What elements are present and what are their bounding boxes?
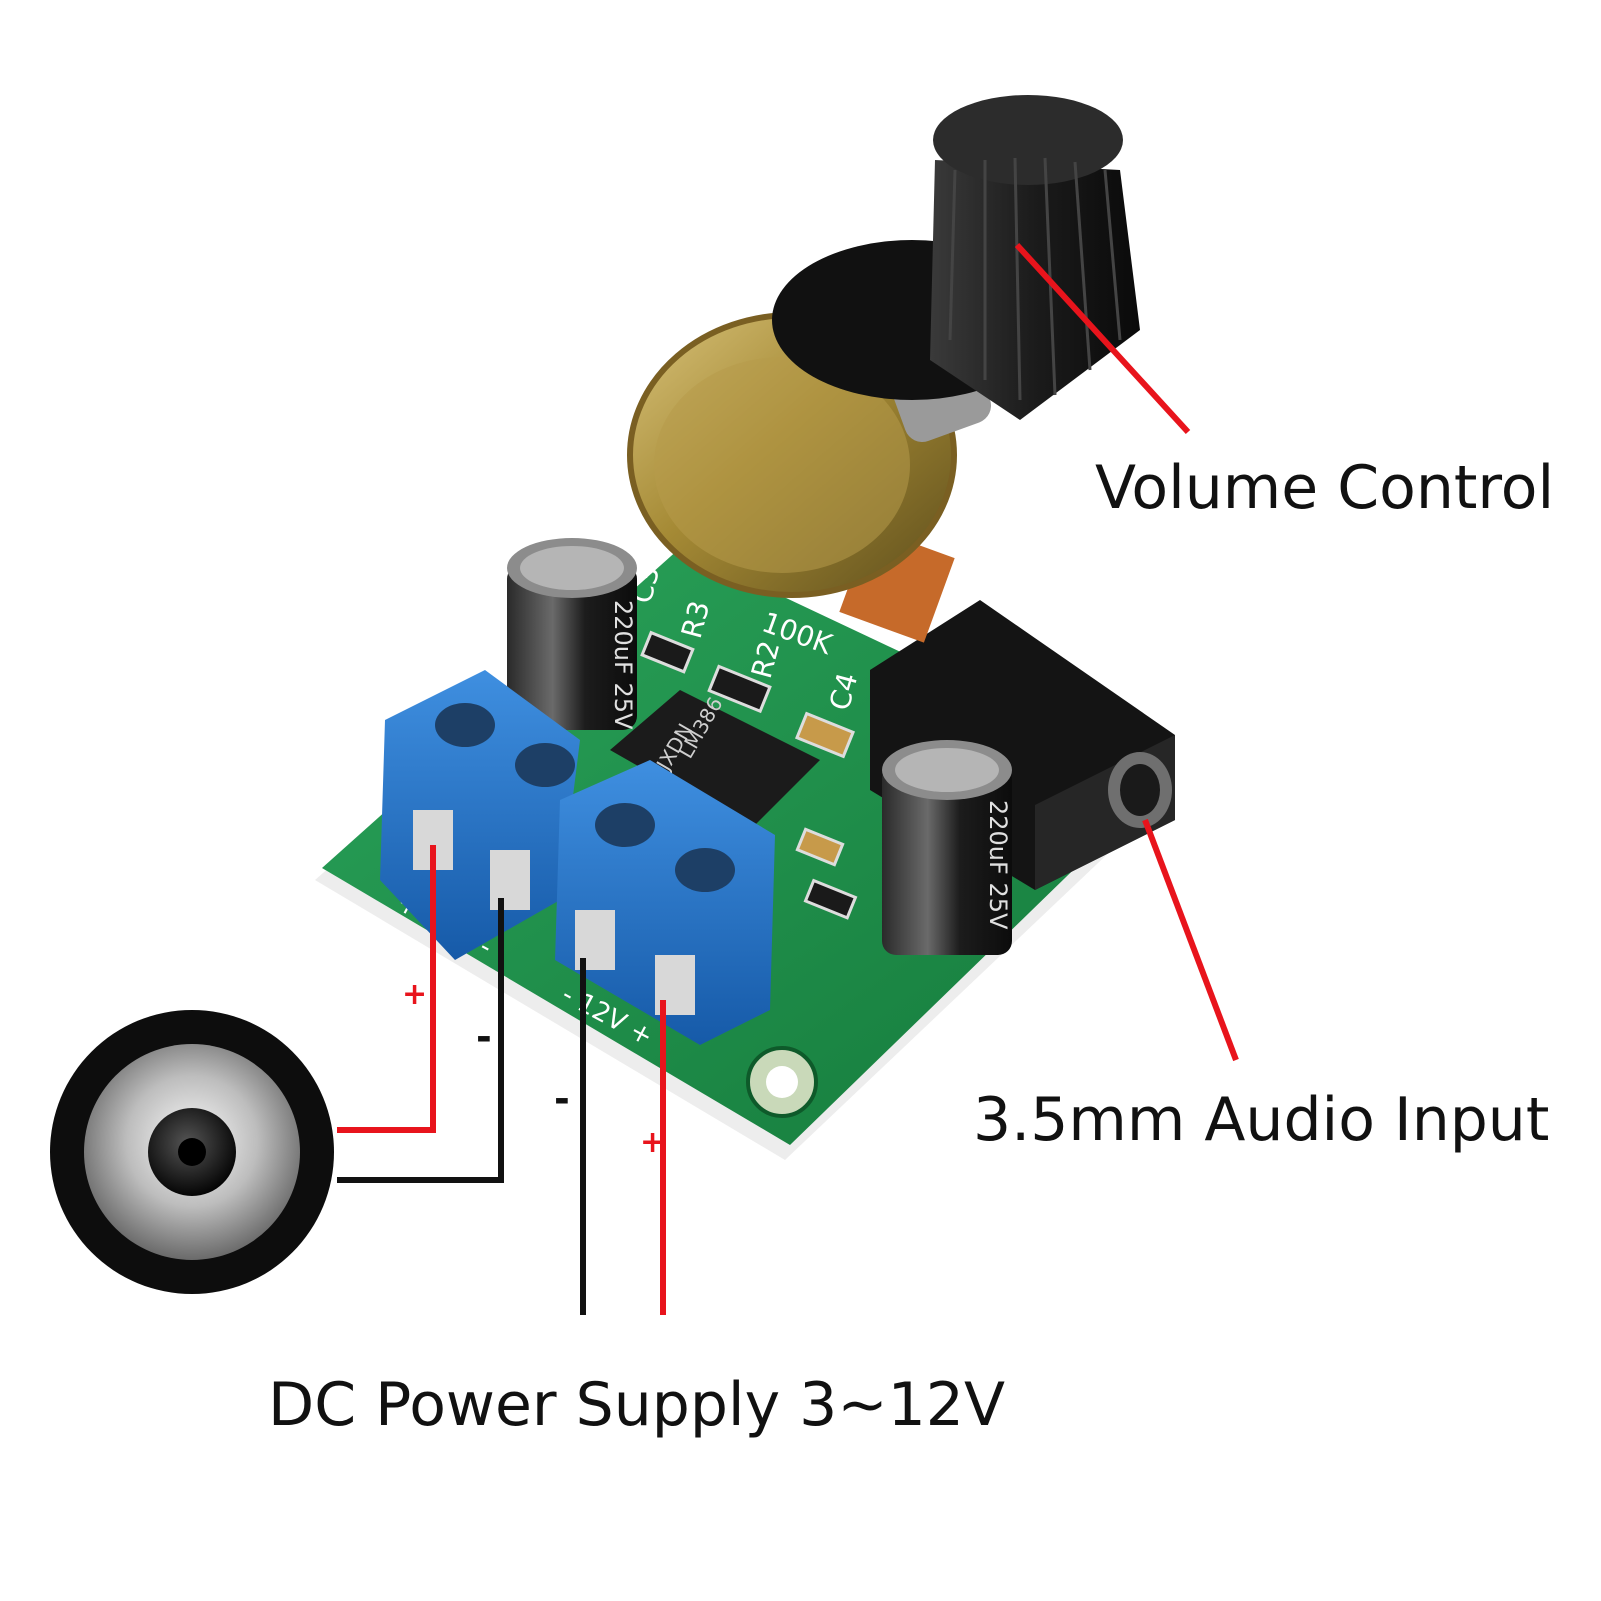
speaker-wire-positive — [337, 845, 436, 1133]
terminal-block-power — [555, 760, 775, 1045]
audio-input-label: 3.5mm Audio Input — [973, 1085, 1550, 1155]
power-minus-sign: - — [554, 1077, 570, 1121]
callout-lines — [1014, 242, 1239, 1062]
volume-callout-line — [1014, 242, 1191, 435]
capacitor-left: 220uF 25V — [507, 538, 637, 730]
volume-control-label: Volume Control — [1095, 453, 1555, 523]
speaker-icon — [50, 1010, 334, 1294]
power-supply-label: DC Power Supply 3~12V — [268, 1370, 1006, 1440]
speaker-plus-sign: + — [402, 977, 428, 1012]
speaker-minus-sign: - — [476, 1015, 492, 1059]
capacitor-right: 220uF 25V — [882, 740, 1012, 955]
power-wires — [580, 958, 666, 1315]
cap-right-label: 220uF 25V — [984, 800, 1012, 930]
power-plus-sign: + — [640, 1125, 666, 1160]
audio-callout-line — [1142, 818, 1239, 1062]
speaker-wires — [337, 845, 504, 1183]
volume-knob — [772, 95, 1140, 420]
cap-left-label: 220uF 25V — [609, 600, 637, 730]
smd-components — [640, 630, 858, 920]
speaker-wire-negative — [337, 898, 504, 1183]
